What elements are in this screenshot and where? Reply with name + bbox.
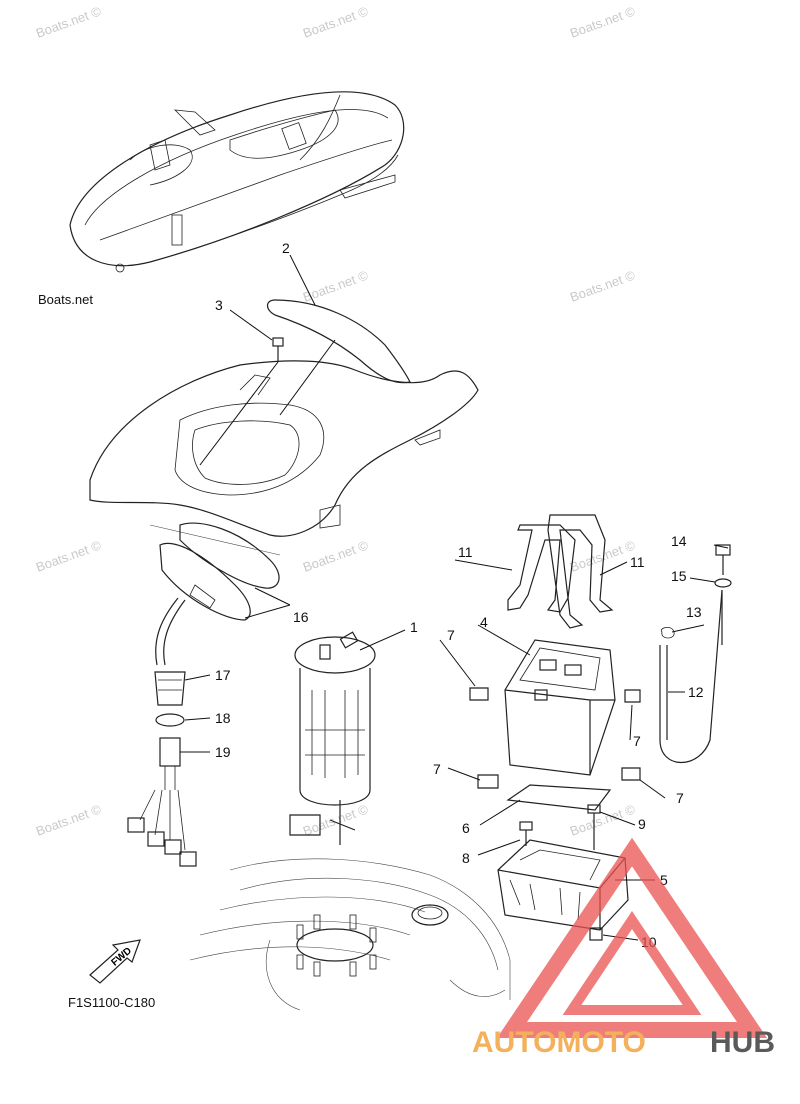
watermark: Boats.net ©	[301, 537, 371, 575]
part-16-seal	[159, 522, 280, 621]
callout-7c: 7	[433, 761, 441, 777]
part-7-pads	[469, 687, 641, 789]
callout-9: 9	[638, 816, 646, 832]
callout-8: 8	[462, 850, 470, 866]
logo-text-part1: AUTOMOTO	[472, 1026, 646, 1059]
part-3-bolt	[272, 337, 284, 362]
watermark: Boats.net ©	[34, 537, 104, 575]
callout-7a: 7	[447, 627, 455, 643]
brand-text: Boats.net	[38, 292, 93, 307]
callout-16: 16	[293, 609, 309, 625]
part-11-straps	[507, 514, 614, 629]
part-6-mat	[506, 784, 612, 811]
tank-outline	[189, 858, 511, 1011]
hose-assembly	[127, 597, 197, 867]
logo-text-part2: HUB	[710, 1026, 775, 1059]
callout-3: 3	[215, 297, 223, 313]
callout-12: 12	[688, 684, 704, 700]
deck-cover	[89, 360, 479, 556]
watermark: Boats.net ©	[301, 267, 371, 305]
watermark: Boats.net ©	[34, 801, 104, 839]
watercraft-illustration: Boats.net	[38, 91, 405, 307]
callout-5: 5	[660, 872, 668, 888]
part-2-gasket	[266, 299, 411, 384]
callout-numbers: 1 2 3 4 5 6 7 7 7 7 8 9 10 11 11 12 13 1…	[215, 240, 704, 950]
callout-14: 14	[671, 533, 687, 549]
watermark: Boats.net ©	[301, 801, 371, 839]
diagram-code: F1S1100-C180	[68, 995, 155, 1010]
automotohub-logo: AUTOMOTO HUB	[472, 837, 775, 1059]
part-1-fuel-pump	[289, 631, 376, 845]
callout-7b: 7	[633, 733, 641, 749]
callout-1: 1	[410, 619, 418, 635]
part-4-battery	[504, 639, 616, 776]
callout-11a: 11	[458, 544, 473, 560]
callout-4: 4	[480, 614, 488, 630]
watermark: Boats.net ©	[568, 3, 638, 41]
leader-lines	[180, 254, 729, 941]
callout-11b: 11	[630, 554, 645, 570]
watermark: Boats.net ©	[568, 267, 638, 305]
callout-19: 19	[215, 744, 231, 760]
callout-17: 17	[215, 667, 231, 683]
watermark: Boats.net ©	[301, 3, 371, 41]
callout-15: 15	[671, 568, 687, 584]
fasteners	[519, 804, 603, 941]
callout-6: 6	[462, 820, 470, 836]
callout-2: 2	[282, 240, 290, 256]
watermark: Boats.net ©	[34, 3, 104, 41]
fwd-arrow: FWD	[89, 939, 141, 984]
callout-18: 18	[215, 710, 231, 726]
breather-assembly	[659, 544, 732, 763]
callout-13: 13	[686, 604, 702, 620]
callout-7d: 7	[676, 790, 684, 806]
